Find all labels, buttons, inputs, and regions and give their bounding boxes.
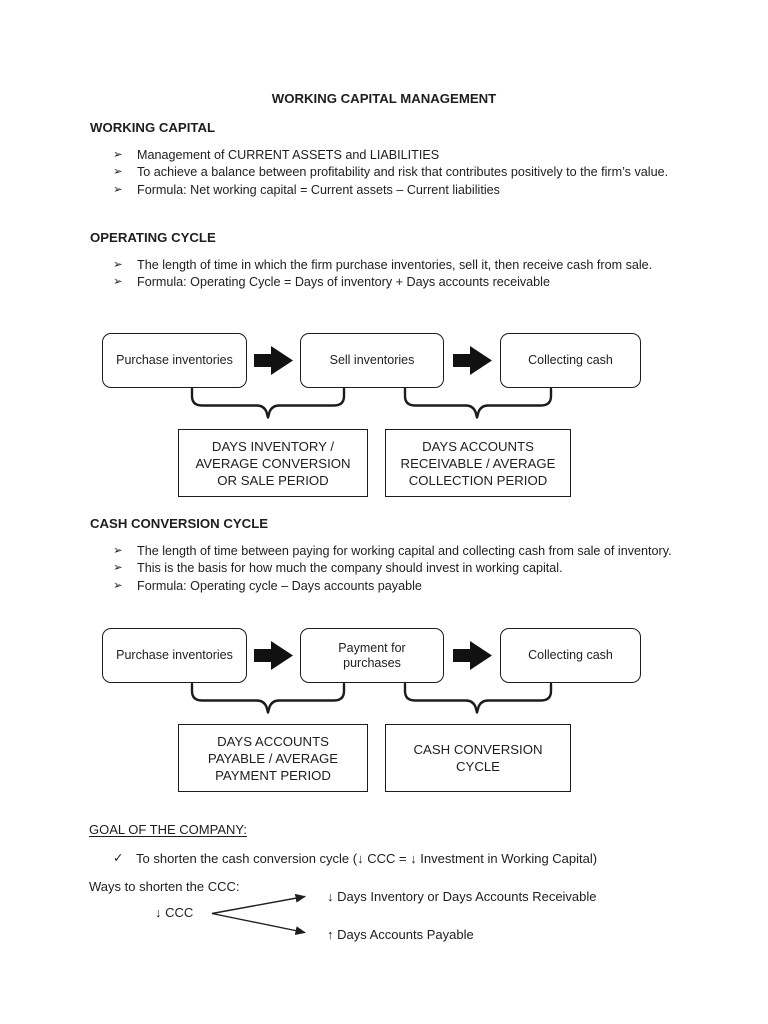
branch-arrow-down-icon: [211, 912, 306, 936]
arrow-bullet-icon: ➢: [113, 276, 123, 289]
block-arrow-icon: [254, 346, 293, 375]
heading-cash-conversion-cycle: CASH CONVERSION CYCLE: [90, 516, 269, 531]
label-line: DAYS ACCOUNTS: [422, 438, 534, 454]
flow-box-label: Collecting cash: [528, 648, 613, 662]
flow-box-label: Collecting cash: [528, 353, 613, 367]
list-item: ➢ Formula: Operating Cycle = Days of inv…: [113, 274, 685, 291]
label-line: CYCLE: [456, 759, 500, 774]
flow-box-sell-inventories: Sell inventories: [300, 333, 444, 388]
arrow-bullet-icon: ➢: [113, 149, 123, 161]
branch-arrow-up-icon: [211, 893, 306, 915]
flow-box-payment-for-purchases: Payment for purchases: [300, 628, 444, 683]
label-line: PAYMENT PERIOD: [215, 767, 331, 783]
list-item: ➢ This is the basis for how much the com…: [113, 560, 685, 577]
goal-bullet-text: To shorten the cash conversion cycle (↓ …: [136, 851, 598, 866]
flow-box-label: Purchase inventories: [116, 648, 233, 662]
label-line: OR SALE PERIOD: [217, 472, 329, 488]
operating-cycle-bullets: ➢ The length of time in which the firm p…: [113, 257, 685, 292]
bullet-text: The length of time between paying for wo…: [137, 544, 672, 558]
arrow-bullet-icon: ➢: [113, 183, 123, 196]
arrow-bullet-icon: ➢: [113, 166, 123, 179]
brace-connector: [190, 682, 346, 714]
flow-box-label: Sell inventories: [329, 353, 415, 367]
label-line: COLLECTION PERIOD: [408, 472, 548, 488]
label-box-days-inventory: DAYS INVENTORY / AVERAGE CONVERSION OR S…: [178, 429, 368, 497]
branch-top-label: ↓ Days Inventory or Days Accounts Receiv…: [327, 889, 597, 904]
flow-box-purchase-inventories: Purchase inventories: [102, 333, 247, 388]
list-item: ➢ Formula: Net working capital = Current…: [113, 182, 685, 199]
cash-conversion-bullets: ➢ The length of time between paying for …: [113, 543, 685, 595]
ways-to-shorten-label: Ways to shorten the CCC:: [89, 879, 240, 894]
flow-box-label: Purchase inventories: [116, 353, 233, 367]
flow-box-label: Payment for purchases: [338, 640, 406, 670]
brace-connector: [403, 387, 553, 419]
arrow-bullet-icon: ➢: [113, 579, 123, 592]
goal-bullet-row: ✓ To shorten the cash conversion cycle (…: [113, 850, 693, 867]
list-item: ➢ Management of CURRENT ASSETS and LIABI…: [113, 147, 685, 164]
page-title: WORKING CAPITAL MANAGEMENT: [271, 91, 497, 106]
heading-working-capital: WORKING CAPITAL: [90, 120, 216, 135]
heading-goal-of-company: GOAL OF THE COMPANY:: [89, 822, 247, 837]
bullet-text: The length of time in which the firm pur…: [137, 258, 653, 272]
bullet-text: To achieve a balance between profitabili…: [137, 165, 669, 180]
flow-box-purchase-inventories-2: Purchase inventories: [102, 628, 247, 683]
list-item: ➢ Formula: Operating cycle – Days accoun…: [113, 578, 685, 595]
block-arrow-icon: [453, 346, 492, 375]
flow-box-collecting-cash: Collecting cash: [500, 333, 641, 388]
list-item: ➢ To achieve a balance between profitabi…: [113, 164, 685, 181]
label-line: DAYS INVENTORY /: [211, 438, 335, 454]
bullet-text: Formula: Operating cycle – Days accounts…: [137, 578, 422, 593]
arrow-bullet-icon: ➢: [113, 562, 123, 575]
branch-bottom-label: ↑ Days Accounts Payable: [327, 927, 474, 942]
brace-connector: [190, 387, 346, 419]
label-box-cash-conversion-cycle: CASH CONVERSION CYCLE: [385, 724, 571, 792]
block-arrow-icon: [254, 641, 293, 670]
arrow-bullet-icon: ➢: [113, 545, 123, 557]
check-bullet-icon: ✓: [113, 851, 124, 865]
list-item: ➢ The length of time in which the firm p…: [113, 257, 685, 274]
label-line: AVERAGE CONVERSION: [195, 455, 351, 471]
bullet-text: Formula: Net working capital = Current a…: [137, 182, 500, 197]
label-line: DAYS ACCOUNTS: [217, 733, 329, 749]
label-line: CASH CONVERSION: [413, 742, 543, 757]
bullet-text: This is the basis for how much the compa…: [137, 561, 563, 576]
block-arrow-icon: [453, 641, 492, 670]
ccc-node-label: ↓ CCC: [155, 905, 194, 920]
list-item: ➢ The length of time between paying for …: [113, 543, 685, 560]
bullet-text: Formula: Operating Cycle = Days of inven…: [137, 275, 550, 290]
label-line: RECEIVABLE / AVERAGE: [400, 455, 556, 471]
brace-connector: [403, 682, 553, 714]
bullet-text: Management of CURRENT ASSETS and LIABILI…: [137, 148, 440, 162]
label-line: PAYABLE / AVERAGE: [207, 750, 339, 766]
working-capital-bullets: ➢ Management of CURRENT ASSETS and LIABI…: [113, 147, 685, 199]
arrow-bullet-icon: ➢: [113, 259, 123, 271]
label-box-days-accounts-payable: DAYS ACCOUNTS PAYABLE / AVERAGE PAYMENT …: [178, 724, 368, 792]
flow-box-collecting-cash-2: Collecting cash: [500, 628, 641, 683]
heading-operating-cycle: OPERATING CYCLE: [90, 230, 216, 245]
label-box-days-accounts-receivable: DAYS ACCOUNTS RECEIVABLE / AVERAGE COLLE…: [385, 429, 571, 497]
